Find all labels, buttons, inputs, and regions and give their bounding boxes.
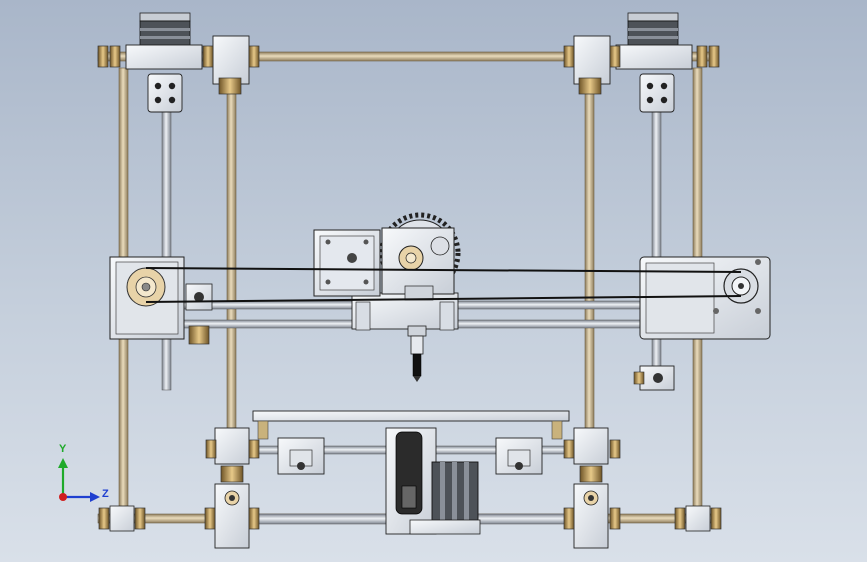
print-bed-plate <box>252 410 570 440</box>
y-axis-label: Y <box>59 443 67 455</box>
bottom-left-vertices <box>214 427 250 549</box>
y-axis-arrowhead <box>58 458 68 468</box>
top-right-vertex <box>573 35 611 95</box>
y-bearing-holders <box>277 437 543 475</box>
x-end-motor <box>639 256 771 340</box>
z-axis-arrowhead <box>90 492 100 502</box>
z-motor-left <box>125 12 203 70</box>
hot-end-nozzle <box>407 325 427 382</box>
z-rod-left <box>161 107 172 391</box>
x-belt <box>145 267 742 303</box>
z-axis-label: Z <box>102 488 109 500</box>
coordinate-triad <box>58 458 100 502</box>
extruder-motor <box>313 229 381 297</box>
rod-left-inner <box>226 87 237 444</box>
z-coupler-right <box>639 73 675 113</box>
z-motor-right <box>615 12 693 70</box>
top-rod-nuts <box>97 45 720 68</box>
rod-right-inner <box>584 87 595 444</box>
x-end-idler <box>109 256 213 345</box>
triad-origin <box>59 493 67 501</box>
z-nut-trap-right <box>633 365 675 391</box>
z-coupler-left <box>147 73 183 113</box>
top-left-vertex <box>212 35 250 95</box>
bottom-end-blocks <box>109 505 711 532</box>
bottom-rod-nuts <box>98 439 722 530</box>
y-motor-assembly <box>385 427 481 535</box>
bottom-right-vertices <box>573 427 609 549</box>
extruder-gear <box>379 212 461 301</box>
